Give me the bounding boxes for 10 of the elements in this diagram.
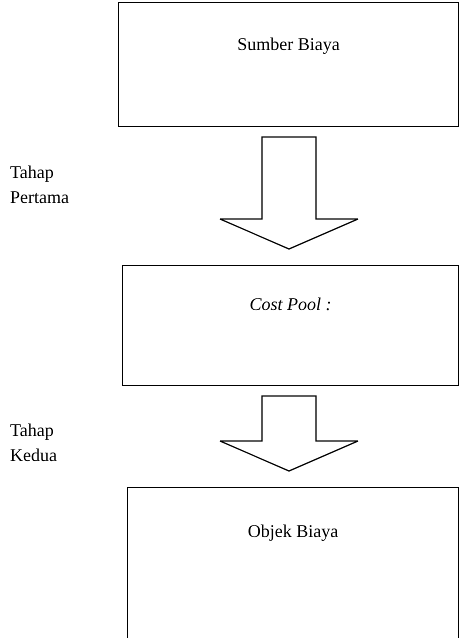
box-label: Objek Biaya (248, 520, 338, 543)
block-arrow (219, 136, 359, 250)
block-arrow (219, 395, 359, 472)
box-label: Cost Pool : (249, 293, 332, 316)
process-box (127, 487, 459, 638)
process-box (118, 2, 459, 127)
process-box (122, 265, 459, 386)
stage-label: Tahap Pertama (10, 161, 70, 209)
stage-label: Tahap Kedua (10, 419, 58, 467)
box-label: Sumber Biaya (237, 33, 340, 56)
